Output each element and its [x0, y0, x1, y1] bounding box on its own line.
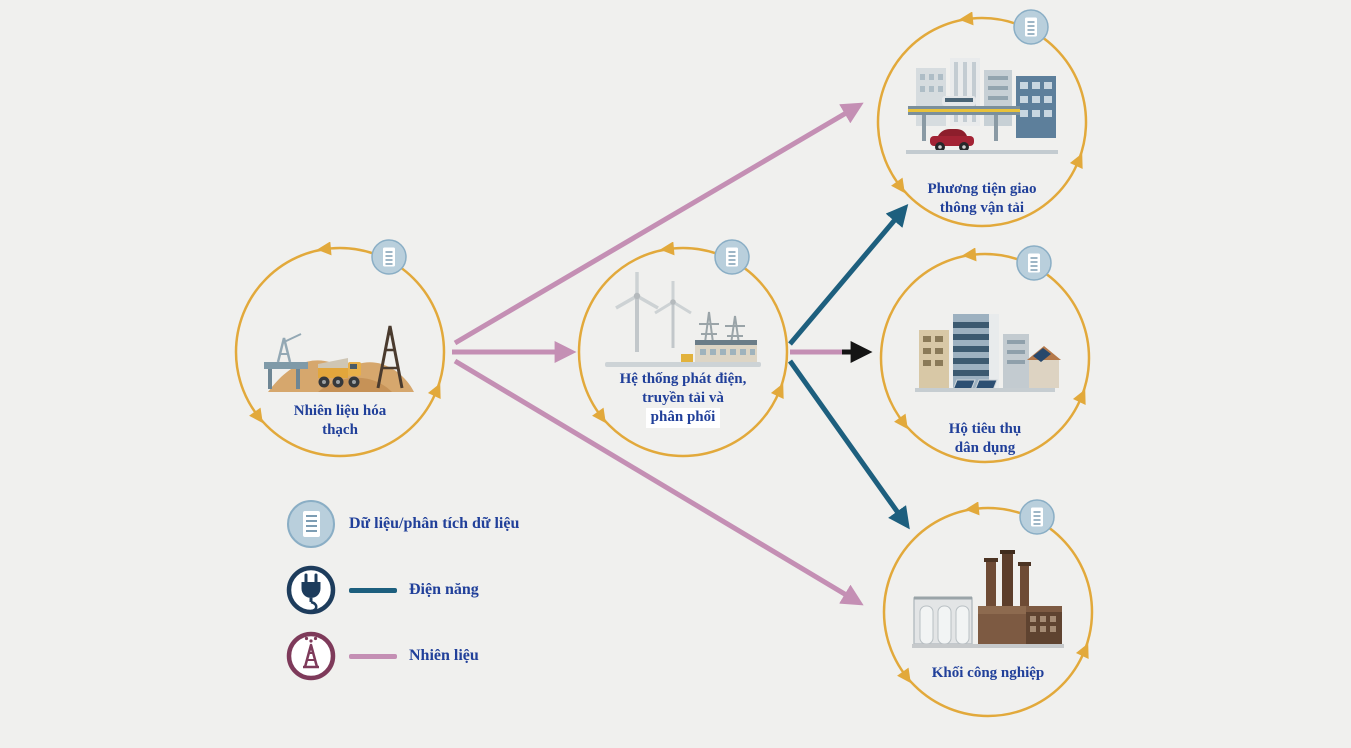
node-power-system: Hệ thống phát điện, truyền tải và phân p… — [573, 239, 793, 462]
factory-illustration — [912, 550, 1064, 648]
data-badge-icon — [1016, 245, 1052, 281]
cycle-arrow-ring — [879, 248, 1091, 464]
node-label-transport: Phương tiện giao thông vận tải — [927, 181, 1037, 217]
legend-row-fuel: Nhiên liệu — [285, 630, 479, 682]
cycle-arrow-ring — [577, 242, 789, 458]
electricity-arrow-power-to-industrial — [787, 359, 910, 530]
residential-buildings-illustration — [915, 314, 1061, 392]
cycle-arrow-ring — [876, 12, 1088, 228]
fuel-arrow-fossil-to-industrial — [453, 358, 864, 606]
legend-label-fuel: Nhiên liệu — [409, 647, 479, 664]
cycle-arrow-ring — [882, 502, 1094, 718]
data-badge-icon — [1013, 9, 1049, 45]
electricity-line-swatch — [349, 587, 397, 593]
data-badge-icon — [1019, 499, 1055, 535]
power-plug-icon — [286, 565, 336, 615]
node-fossil-fuel: Nhiên liệu hóa thạch — [230, 239, 450, 462]
electricity-arrow-power-to-transport — [788, 203, 909, 346]
legend: Dữ liệu/phân tích dữ liệu Điện năng — [285, 498, 705, 698]
node-industrial: Khối công nghiệp — [878, 499, 1098, 722]
oil-rig-and-truck-illustration — [264, 325, 414, 392]
legend-row-electricity: Điện năng — [285, 564, 479, 616]
legend-row-data: Dữ liệu/phân tích dữ liệu — [285, 498, 519, 550]
node-label-fossil: Nhiên liệu hóa thạch — [293, 403, 387, 439]
node-label-residential: Hộ tiêu thụ dân dụng — [948, 421, 1022, 457]
node-residential: Hộ tiêu thụ dân dụng — [875, 245, 1095, 468]
node-label-power: Hệ thống phát điện, truyền tải và phân p… — [573, 370, 793, 428]
node-transport: Phương tiện giao thông vận tải — [872, 9, 1092, 232]
fuel-line-swatch — [349, 653, 397, 659]
oil-derrick-icon — [286, 631, 336, 681]
fuel-arrow-fossil-to-transport — [453, 102, 864, 346]
cycle-arrow-ring — [234, 242, 446, 458]
data-badge-icon — [714, 239, 750, 275]
transport-city-illustration — [906, 58, 1058, 154]
data-document-icon — [287, 500, 335, 548]
data-badge-icon — [371, 239, 407, 275]
legend-label-electricity: Điện năng — [409, 581, 479, 598]
legend-label-data: Dữ liệu/phân tích dữ liệu — [349, 515, 520, 532]
node-label-industrial: Khối công nghiệp — [931, 665, 1045, 681]
power-plant-wind-illustration — [605, 272, 761, 367]
